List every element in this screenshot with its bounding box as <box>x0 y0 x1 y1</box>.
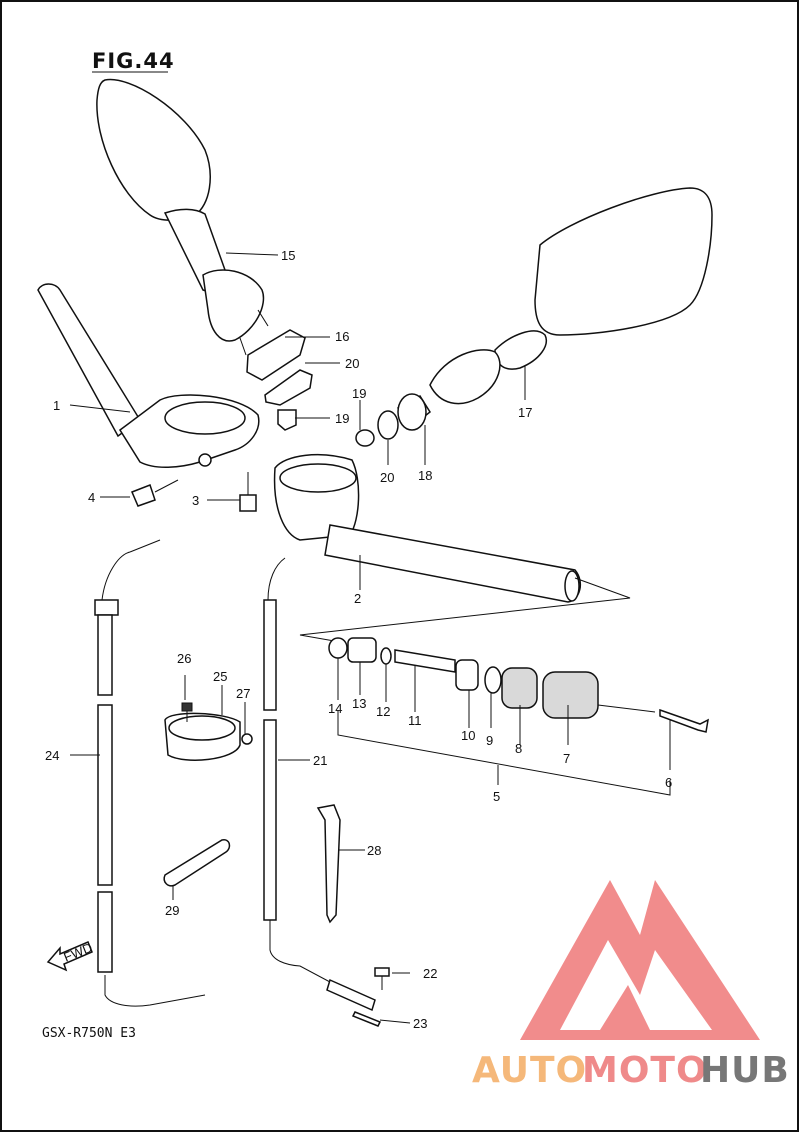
washer-9 <box>484 666 502 694</box>
callout-17: 17 <box>518 405 532 420</box>
callout-14: 14 <box>328 701 342 716</box>
throttle-cable-24 <box>94 539 206 1007</box>
screw-26 <box>181 702 193 722</box>
callout-4: 4 <box>88 490 95 505</box>
callout-8: 8 <box>515 741 522 756</box>
collar-10 <box>455 659 479 691</box>
callout-7: 7 <box>563 751 570 766</box>
assembly-line <box>299 577 631 643</box>
watermark-logo <box>520 880 760 1040</box>
leader-lines <box>69 252 671 1024</box>
callouts: 1 2 3 4 5 6 7 8 9 10 11 12 13 14 15 16 1… <box>45 248 672 1031</box>
callout-26: 26 <box>177 651 191 666</box>
callout-25: 25 <box>213 669 227 684</box>
callout-1: 1 <box>53 398 60 413</box>
cable-holder-29 <box>163 839 231 887</box>
callout-29: 29 <box>165 903 179 918</box>
weight-7 <box>542 671 599 719</box>
callout-19-right: 19 <box>352 386 366 401</box>
bolt-4 <box>131 479 179 507</box>
callout-27: 27 <box>236 686 250 701</box>
watermark-hub: HUB <box>700 1050 790 1091</box>
callout-2: 2 <box>354 591 361 606</box>
nut-27 <box>241 733 253 745</box>
model-code: GSX-R750N E3 <box>42 1026 136 1041</box>
callout-28: 28 <box>367 843 381 858</box>
nut-14 <box>328 637 348 659</box>
callout-11: 11 <box>408 713 422 728</box>
rubber-13 <box>347 637 377 663</box>
callout-10: 10 <box>461 728 475 743</box>
callout-6: 6 <box>665 775 672 790</box>
throttle-cable-21 <box>263 557 376 1012</box>
callout-9: 9 <box>486 733 493 748</box>
handlebar-right <box>273 454 582 603</box>
mirror-base-plate <box>246 329 306 381</box>
spacer-11 <box>394 649 456 673</box>
pin-23 <box>351 1011 382 1027</box>
weight-8 <box>501 667 538 709</box>
callout-12: 12 <box>376 704 390 719</box>
figure-title: FIG.44 <box>92 49 175 73</box>
screw-6 <box>659 708 709 733</box>
assembly-bracket <box>337 710 671 796</box>
callout-13: 13 <box>352 696 366 711</box>
watermark-moto: MOTO <box>582 1050 708 1091</box>
callout-20-left: 20 <box>345 356 359 371</box>
callout-5: 5 <box>493 789 500 804</box>
cable-tie-28 <box>316 804 341 924</box>
callout-16: 16 <box>335 329 349 344</box>
mirror-left <box>96 78 269 356</box>
handlebar-left <box>37 283 260 468</box>
bolt-22 <box>374 967 390 990</box>
bolt-3 <box>239 472 257 512</box>
callout-15: 15 <box>281 248 295 263</box>
callout-18: 18 <box>418 468 432 483</box>
screw-6a <box>597 704 656 713</box>
callout-20-right: 20 <box>380 470 394 485</box>
callout-22: 22 <box>423 966 437 981</box>
watermark-text: AUTO MOTO HUB <box>472 1050 790 1091</box>
mirror-bracket-left <box>264 369 313 406</box>
bar-end-weight-assembly <box>328 637 709 733</box>
watermark-auto: AUTO <box>472 1050 587 1091</box>
grommet-right <box>355 429 375 447</box>
fwd-label: FWD <box>61 940 94 965</box>
callout-24: 24 <box>45 748 59 763</box>
grommet-left <box>277 409 297 431</box>
washer-12 <box>380 647 392 665</box>
callout-19-left: 19 <box>335 411 349 426</box>
cable-clamp-25 <box>164 712 241 761</box>
mirror-adapter-right <box>397 393 427 431</box>
mirror-right <box>396 187 713 430</box>
mirror-bracket-right <box>377 410 399 440</box>
callout-3: 3 <box>192 493 199 508</box>
callout-23: 23 <box>413 1016 427 1031</box>
callout-21: 21 <box>313 753 327 768</box>
forward-arrow-icon: FWD <box>46 940 95 972</box>
